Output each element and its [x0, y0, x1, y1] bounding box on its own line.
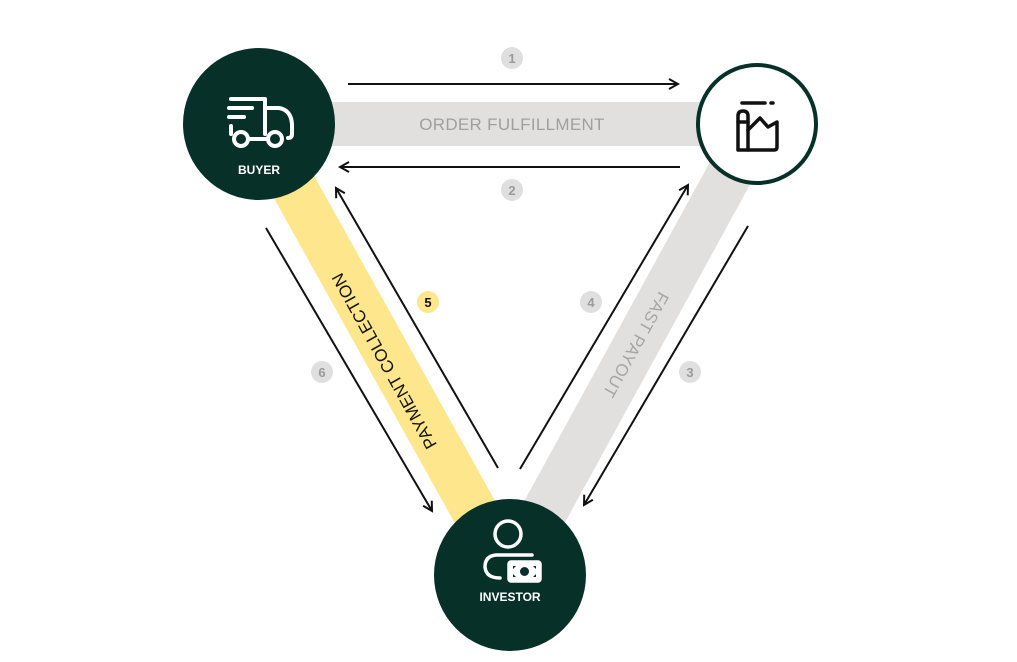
step-badge-5: 5 — [417, 291, 439, 313]
step-badge-4: 4 — [580, 291, 602, 313]
order-fulfillment-label: ORDER FULFILLMENT — [419, 115, 605, 134]
step-number: 4 — [587, 295, 595, 310]
factory-icon — [736, 101, 779, 152]
step-badge-6: 6 — [311, 361, 333, 383]
investor-node: INVESTOR — [434, 499, 586, 651]
buyer-label: BUYER — [238, 163, 280, 177]
step-number: 5 — [424, 295, 431, 310]
arrow-step-5 — [336, 188, 499, 469]
arrow-step-3 — [584, 225, 749, 505]
step-number: 2 — [508, 183, 515, 198]
money-bill-detail — [513, 566, 536, 577]
fast-payout-band — [489, 112, 778, 587]
buyer-node: BUYER — [183, 48, 335, 200]
step-badge-2: 2 — [501, 179, 523, 201]
truck-icon — [227, 97, 294, 148]
factory-node — [696, 63, 818, 185]
arrow-step-6 — [265, 227, 432, 511]
arrow-step-4 — [519, 185, 688, 470]
step-badge-1: 1 — [501, 47, 523, 69]
payment-collection-band — [238, 112, 531, 587]
step-number: 3 — [686, 365, 693, 380]
step-number: 6 — [318, 365, 325, 380]
step-badge-3: 3 — [679, 361, 701, 383]
step-number: 1 — [508, 51, 515, 66]
investor-label: INVESTOR — [479, 590, 540, 604]
